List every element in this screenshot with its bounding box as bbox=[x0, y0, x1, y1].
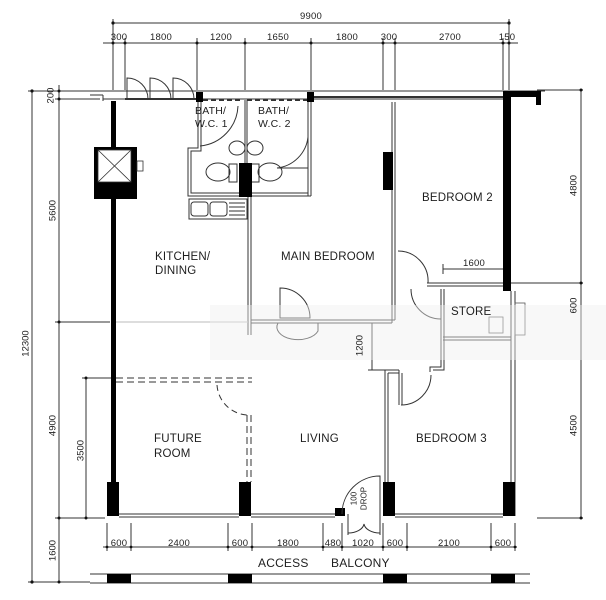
right-dimension-lines bbox=[500, 88, 583, 520]
dim-top-3: 1200 bbox=[210, 32, 232, 43]
label-kitchen-line1: KITCHEN/ bbox=[155, 251, 211, 263]
access-balcony-parapet bbox=[90, 573, 530, 584]
dim-top-total: 9900 bbox=[300, 11, 322, 22]
dim-corridor-1200: 1200 bbox=[354, 334, 366, 357]
label-future-room-line2: ROOM bbox=[154, 448, 191, 460]
interior-walls bbox=[116, 102, 511, 535]
label-bedroom3: BEDROOM 3 bbox=[416, 433, 487, 445]
label-balcony: BALCONY bbox=[331, 556, 390, 570]
label-main-bedroom: MAIN BEDROOM bbox=[281, 251, 375, 263]
external-walls bbox=[90, 77, 545, 518]
label-living: LIVING bbox=[300, 433, 339, 445]
label-access: ACCESS bbox=[258, 556, 309, 570]
dim-bottom-4: 1800 bbox=[277, 538, 299, 549]
dim-top-1: 300 bbox=[110, 32, 128, 43]
store-appliance bbox=[488, 302, 526, 336]
label-bath2-line2: W.C. 2 bbox=[258, 118, 291, 130]
dim-top-7: 2700 bbox=[439, 32, 461, 43]
dim-bottom-8: 2100 bbox=[438, 538, 460, 549]
label-bath1-line2: W.C. 1 bbox=[195, 118, 228, 130]
dim-store-1600: 1600 bbox=[463, 258, 485, 269]
dim-right-600: 600 bbox=[568, 297, 580, 314]
balcony-columns bbox=[107, 574, 515, 583]
dim-bottom-5: 480 bbox=[324, 538, 342, 549]
dim-bottom-1: 600 bbox=[110, 538, 128, 549]
dim-bottom-7: 600 bbox=[386, 538, 404, 549]
left-dimension-lines bbox=[28, 85, 112, 584]
bathrooms bbox=[187, 99, 312, 197]
dim-top-5: 1800 bbox=[336, 32, 358, 43]
dim-top-2: 1800 bbox=[150, 32, 172, 43]
bottom-dimension-lines bbox=[103, 523, 517, 551]
dim-bottom-6: 1020 bbox=[352, 538, 374, 549]
label-kitchen-line2: DINING bbox=[155, 265, 197, 277]
label-bedroom2: BEDROOM 2 bbox=[422, 192, 493, 204]
dim-left-12300: 12300 bbox=[20, 330, 32, 357]
dim-bottom-9: 600 bbox=[494, 538, 512, 549]
watermark-band bbox=[210, 305, 606, 360]
dim-bottom-3: 600 bbox=[231, 538, 249, 549]
dim-top-4: 1650 bbox=[267, 32, 289, 43]
label-chute-100: 100 bbox=[349, 491, 359, 506]
kitchen-sink bbox=[188, 198, 248, 220]
dim-top-8: 150 bbox=[498, 32, 516, 43]
dim-left-3500: 3500 bbox=[75, 439, 87, 462]
label-future-room-line1: FUTURE bbox=[154, 433, 202, 445]
dim-right-4500: 4500 bbox=[568, 414, 580, 437]
dim-bottom-2: 2400 bbox=[168, 538, 190, 549]
dim-left-4900: 4900 bbox=[47, 414, 59, 437]
dim-left-200: 200 bbox=[45, 87, 57, 104]
label-bath2-line1: BATH/ bbox=[258, 105, 290, 117]
label-store: STORE bbox=[451, 306, 492, 318]
label-bath1-line1: BATH/ bbox=[195, 105, 227, 117]
dim-right-4800: 4800 bbox=[568, 174, 580, 197]
label-chute-drop: DROP bbox=[359, 486, 369, 511]
dim-left-5600: 5600 bbox=[47, 199, 59, 222]
dim-top-6: 300 bbox=[380, 32, 398, 43]
dim-left-1600: 1600 bbox=[47, 539, 59, 562]
top-dimension-lines bbox=[103, 19, 518, 90]
